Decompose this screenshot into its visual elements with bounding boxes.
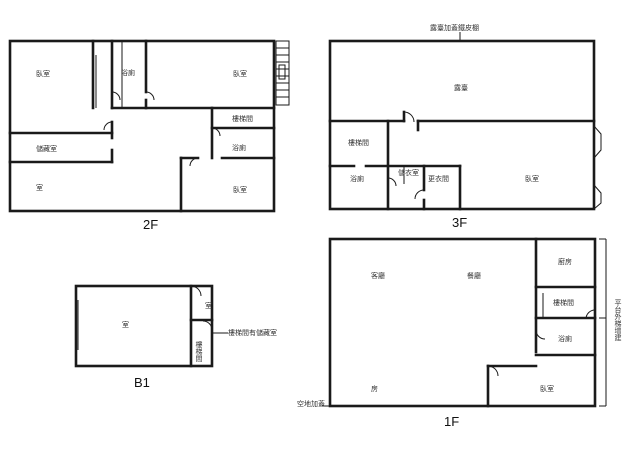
floor-1f-outline xyxy=(328,237,597,408)
floor-label: B1 xyxy=(134,375,150,390)
exterior-stair xyxy=(275,40,290,106)
floor-2f-outline xyxy=(8,39,276,213)
room-label: 露臺 xyxy=(454,83,468,92)
room-label: 臥室 xyxy=(233,185,247,194)
room-label: 室 xyxy=(205,301,212,310)
room-label: 樓梯間 xyxy=(195,340,203,363)
floor-b1-outline xyxy=(74,284,214,368)
floor-b1: 室 室 樓梯間 樓梯間有儲藏室 B1 xyxy=(74,284,277,390)
room-label: 室 xyxy=(36,183,43,192)
bottom-note: 空地加蓋 xyxy=(297,399,325,408)
room-label: 餐廳 xyxy=(467,271,481,280)
floor-3f: 露臺加蓋鐵皮棚 露臺 樓梯間 浴廁 儲衣室 更衣間 臥室 3F xyxy=(328,23,602,230)
room-label: 臥室 xyxy=(233,69,247,78)
top-note: 露臺加蓋鐵皮棚 xyxy=(430,23,479,32)
floor-1f: 平台外梯增建 空地加蓋 客廳 餐廳 廚房 樓梯間 浴廁 房 臥室 1F xyxy=(297,237,622,429)
room-label: 樓梯間 xyxy=(348,138,369,147)
room-label: 更衣間 xyxy=(428,174,449,183)
room-label: 浴廁 xyxy=(232,143,246,152)
room-label: 樓梯間 xyxy=(553,298,574,307)
room-label: 臥室 xyxy=(36,69,50,78)
room-label: 浴廁 xyxy=(121,68,135,77)
room-label: 廚房 xyxy=(558,257,572,266)
room-label: 儲衣室 xyxy=(398,168,419,177)
room-label: 客廳 xyxy=(371,271,385,280)
room-label: 浴廁 xyxy=(558,334,572,343)
room-label: 室 xyxy=(122,320,129,329)
floor-label: 1F xyxy=(444,414,459,429)
room-label: 儲藏室 xyxy=(36,144,57,153)
room-label: 樓梯間 xyxy=(232,114,253,123)
room-label: 臥室 xyxy=(525,174,539,183)
callout-note: 樓梯間有儲藏室 xyxy=(228,328,277,337)
room-label: 房 xyxy=(371,384,378,393)
floor-2f: 臥室 浴廁 臥室 樓梯間 儲藏室 浴廁 室 臥室 2F xyxy=(8,39,290,232)
room-label: 臥室 xyxy=(540,384,554,393)
floor-3f-outline xyxy=(328,39,596,211)
side-note: 平台外梯增建 xyxy=(614,299,622,342)
floor-label: 2F xyxy=(143,217,158,232)
floor-label: 3F xyxy=(452,215,467,230)
room-label: 浴廁 xyxy=(350,174,364,183)
